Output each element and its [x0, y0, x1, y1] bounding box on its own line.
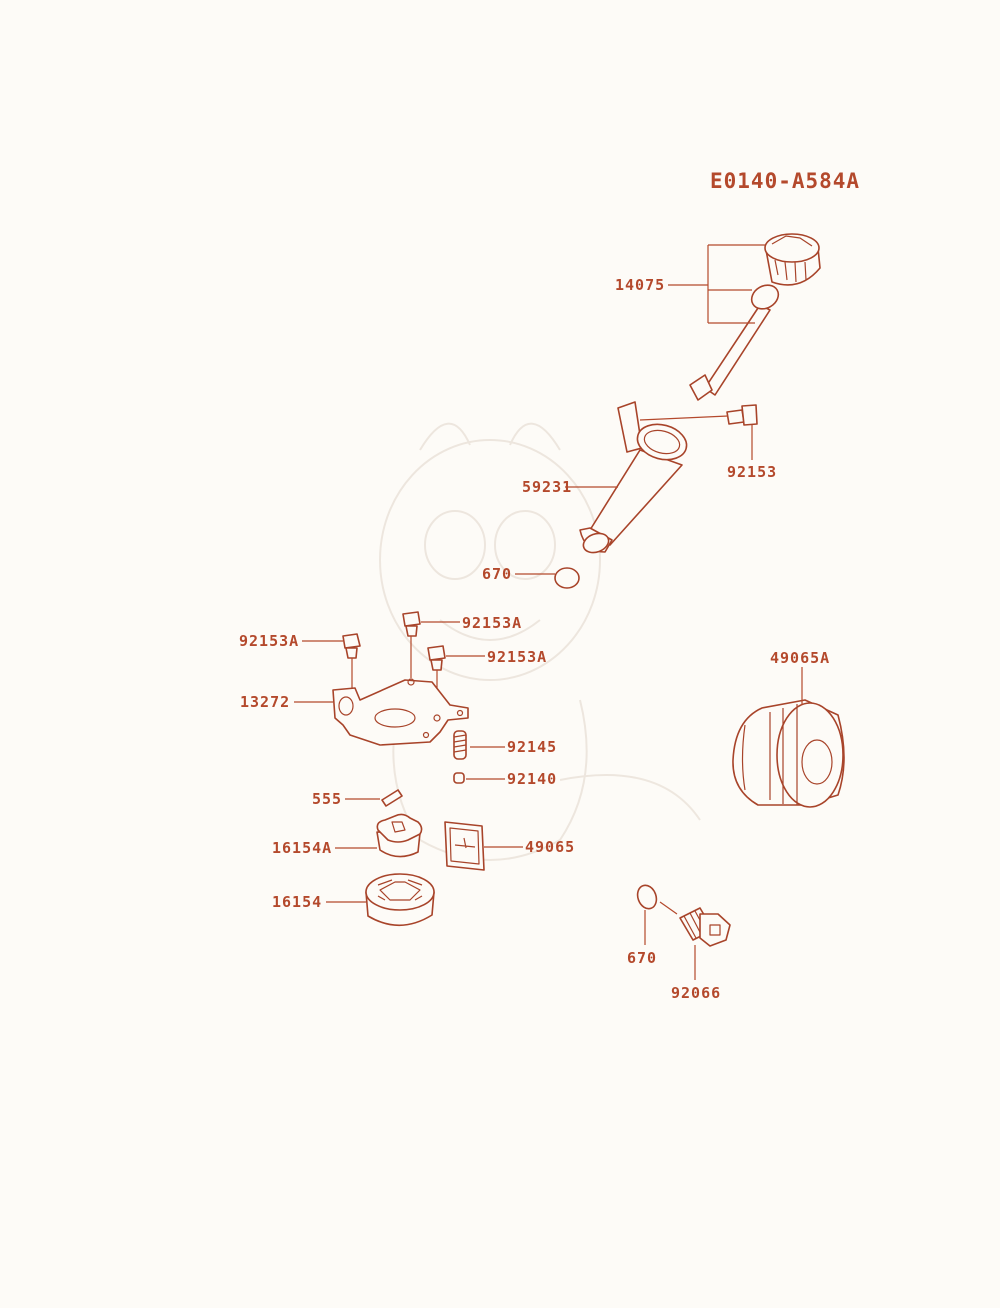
bolt-part-92153A-middle	[402, 611, 421, 637]
o-ring-top-670	[554, 567, 580, 589]
callout-16154: 16154	[272, 893, 322, 911]
spring-part-92145	[453, 730, 467, 760]
outer-rotor-part-16154	[365, 873, 435, 926]
diagram-code: E0140-A584A	[710, 169, 860, 193]
bolt-part-92153	[726, 404, 758, 426]
callout-14075: 14075	[615, 276, 665, 294]
callout-92066: 92066	[671, 984, 721, 1002]
pin-part-555	[381, 789, 403, 807]
callout-92145: 92145	[507, 738, 557, 756]
callout-13272: 13272	[240, 693, 290, 711]
callout-49065: 49065	[525, 838, 575, 856]
dipstick-part-14075	[689, 233, 821, 401]
callout-59231: 59231	[522, 478, 572, 496]
oil-filler-tube-part-59231	[579, 401, 688, 554]
callout-92153A-3: 92153A	[487, 648, 547, 666]
inner-rotor-part-16154A	[376, 813, 423, 858]
callout-670-top: 670	[482, 565, 512, 583]
callout-49065A: 49065A	[770, 649, 830, 667]
callout-670-bottom: 670	[627, 949, 657, 967]
callout-555: 555	[312, 790, 342, 808]
plate-part-13272	[332, 678, 469, 746]
ball-part-92140	[453, 772, 465, 784]
bolt-part-92153A-left	[342, 633, 361, 659]
o-ring-bottom-670	[636, 884, 658, 910]
callout-92140: 92140	[507, 770, 557, 788]
callout-92153A-1: 92153A	[239, 632, 299, 650]
drain-plug-part-92066	[679, 907, 731, 947]
oil-filter-part-49065A	[732, 699, 845, 808]
screen-part-49065	[444, 821, 485, 871]
bolt-part-92153A-right	[427, 645, 446, 671]
watermark-mascot	[379, 422, 701, 861]
callout-92153: 92153	[727, 463, 777, 481]
callout-16154A: 16154A	[272, 839, 332, 857]
callout-92153A-2: 92153A	[462, 614, 522, 632]
